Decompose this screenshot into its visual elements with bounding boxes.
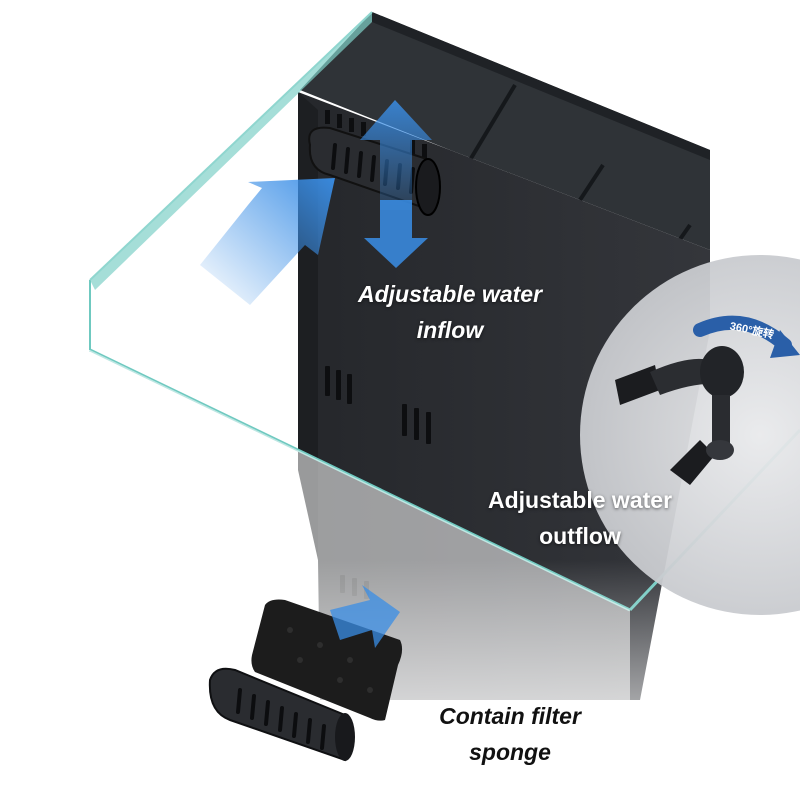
outflow-detail-circle — [580, 255, 800, 615]
inflow-label-line1: Adjustable water — [357, 281, 543, 307]
filter-sponge — [251, 585, 403, 721]
outflow-label-line2: outflow — [539, 523, 621, 549]
inflow-label: Adjustable water inflow — [330, 276, 570, 348]
inflow-label-line2: inflow — [416, 317, 484, 343]
water-flow-arrow-icon — [200, 100, 432, 305]
sponge-label-line1: Contain filter — [439, 703, 581, 729]
outflow-label: Adjustable water outflow — [455, 482, 705, 554]
bottom-strainer — [208, 667, 355, 762]
sponge-label: Contain filter sponge — [405, 698, 615, 770]
outflow-label-line1: Adjustable water — [487, 487, 673, 513]
nozzle-icon — [615, 346, 744, 485]
sponge-label-line2: sponge — [469, 739, 551, 765]
filter-compartment — [300, 12, 710, 250]
